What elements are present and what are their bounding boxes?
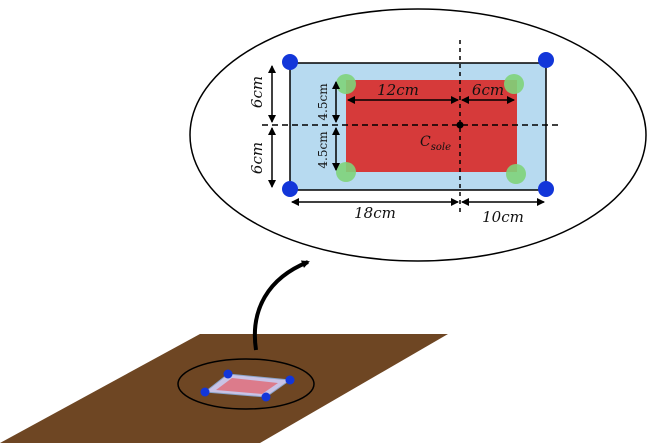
contact-marker-top-left bbox=[336, 74, 356, 94]
contact-marker-top-right bbox=[504, 74, 524, 94]
contact-marker-bottom-left bbox=[336, 162, 356, 182]
label-center-main: C bbox=[420, 134, 431, 150]
label-red-left: 12cm bbox=[377, 81, 419, 99]
label-bottom-half: 6cm bbox=[248, 142, 266, 174]
zoom-arrow bbox=[252, 260, 310, 351]
sole-center-point bbox=[456, 121, 464, 129]
label-bottom-left: 18cm bbox=[354, 204, 396, 222]
detail-ellipse bbox=[189, 8, 647, 262]
label-center-sub: sole bbox=[431, 142, 451, 153]
label-red-right: 6cm bbox=[472, 81, 504, 99]
corner-marker-bottom-right bbox=[538, 181, 554, 197]
label-bottom-right: 10cm bbox=[482, 208, 524, 226]
foot-zoom-ellipse bbox=[177, 358, 315, 410]
label-red-lower: 4.5cm bbox=[316, 131, 330, 169]
corner-marker-bottom-left bbox=[282, 181, 298, 197]
label-red-upper: 4.5cm bbox=[316, 83, 330, 121]
contact-marker-bottom-right bbox=[506, 164, 526, 184]
inner-contact-plate bbox=[346, 80, 517, 172]
foot-sole-small bbox=[200, 369, 295, 402]
label-center-of-sole: Csole bbox=[420, 134, 451, 153]
label-top-half: 6cm bbox=[248, 76, 266, 108]
corner-marker-top-left bbox=[282, 54, 298, 70]
corner-marker-top-right bbox=[538, 52, 554, 68]
